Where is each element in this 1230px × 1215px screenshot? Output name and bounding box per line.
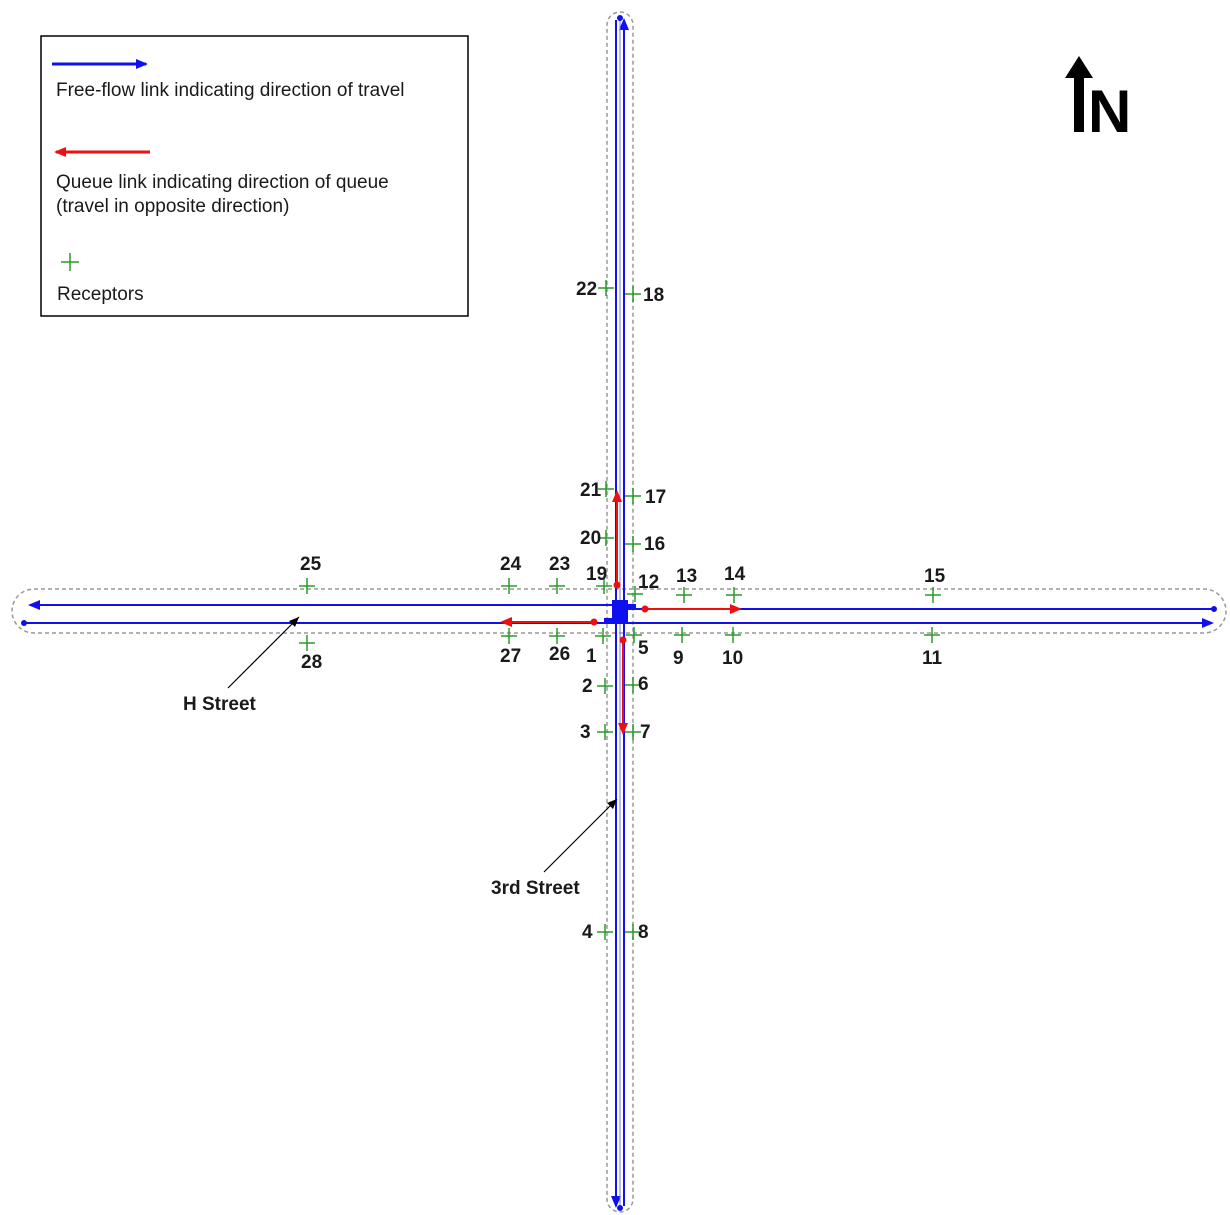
node-dot	[21, 620, 27, 626]
receptor-15: 15	[924, 566, 946, 603]
receptor-label: 12	[638, 572, 659, 593]
north-arrow: N	[1065, 56, 1131, 145]
queue-node	[641, 605, 649, 613]
street-annotations: H Street 3rd Street	[183, 616, 618, 899]
node-dot	[1211, 606, 1217, 612]
legend-queue-label-2: (travel in opposite direction)	[56, 196, 289, 217]
receptor-20: 20	[580, 528, 614, 549]
receptor-28: 28	[299, 635, 322, 673]
receptor-9: 9	[673, 627, 690, 669]
receptor-17: 17	[625, 487, 666, 508]
receptor-label: 5	[638, 638, 649, 659]
receptor-14: 14	[724, 564, 746, 603]
receptor-6: 6	[625, 674, 649, 695]
receptor-label: 15	[924, 566, 946, 587]
third-street-label: 3rd Street	[491, 878, 580, 899]
receptor-label: 10	[722, 648, 743, 669]
receptor-7: 7	[625, 722, 651, 743]
intersection-cluster	[604, 600, 636, 624]
receptor-2: 2	[582, 676, 613, 697]
receptor-label: 21	[580, 480, 602, 501]
receptor-22: 22	[576, 279, 614, 300]
receptor-label: 24	[500, 554, 522, 575]
receptor-24: 24	[500, 554, 522, 594]
queue-node	[613, 581, 621, 589]
receptor-label: 9	[673, 648, 684, 669]
receptor-label: 22	[576, 279, 597, 300]
receptor-label: 8	[638, 922, 649, 943]
node-dot	[617, 1205, 623, 1211]
receptor-label: 28	[301, 652, 322, 673]
receptor-25: 25	[299, 554, 322, 594]
north-label: N	[1088, 78, 1131, 145]
h-street-pointer-head	[289, 617, 299, 627]
queue-links	[500, 490, 742, 735]
receptor-4: 4	[582, 922, 613, 943]
receptor-21: 21	[580, 480, 614, 501]
legend-queue-label-1: Queue link indicating direction of queue	[56, 172, 389, 193]
receptor-label: 13	[676, 566, 697, 587]
receptor-label: 3	[580, 722, 591, 743]
receptor-label: 16	[644, 534, 665, 555]
h-street-label: H Street	[183, 694, 257, 715]
receptor-label: 2	[582, 676, 593, 697]
receptor-5: 5	[626, 627, 649, 659]
receptor-1: 1	[586, 628, 611, 667]
third-street-buffer	[606, 11, 634, 1213]
receptor-8: 8	[625, 922, 649, 943]
receptor-label: 18	[643, 285, 664, 306]
receptor-label: 27	[500, 646, 521, 667]
receptor-23: 23	[549, 554, 570, 594]
receptor-11: 11	[922, 627, 943, 669]
receptor-label: 11	[922, 648, 943, 669]
north-arrow-icon	[1065, 56, 1093, 132]
legend-box	[40, 35, 469, 317]
legend-freeflow-label: Free-flow link indicating direction of t…	[56, 80, 405, 101]
h-street-buffer	[11, 588, 1227, 634]
receptor-label: 6	[638, 674, 649, 695]
receptor-12: 12	[627, 572, 659, 602]
receptor-label: 14	[724, 564, 746, 585]
third-street-pointer	[543, 798, 618, 873]
receptor-18: 18	[625, 285, 664, 306]
receptor-label: 4	[582, 922, 593, 943]
receptor-label: 20	[580, 528, 601, 549]
receptor-3: 3	[580, 722, 613, 743]
legend: Free-flow link indicating direction of t…	[40, 35, 469, 317]
third-street-pointer-head	[607, 799, 617, 809]
receptor-label: 1	[586, 646, 597, 667]
h-street-pointer	[227, 616, 300, 689]
road-buffers	[11, 11, 1227, 1213]
receptor-27: 27	[500, 628, 521, 667]
receptor-13: 13	[676, 566, 697, 603]
receptor-26: 26	[549, 628, 570, 665]
receptor-10: 10	[722, 627, 743, 669]
receptor-label: 23	[549, 554, 570, 575]
queue-node	[590, 618, 598, 626]
receptor-16: 16	[625, 534, 665, 555]
node-dot	[617, 15, 623, 21]
receptor-label: 25	[300, 554, 322, 575]
receptor-19: 19	[586, 564, 612, 594]
legend-receptor-symbol	[61, 253, 79, 271]
legend-receptors-label: Receptors	[57, 284, 144, 305]
receptor-label: 17	[645, 487, 666, 508]
receptor-label: 19	[586, 564, 607, 585]
queue-node	[619, 636, 627, 644]
receptor-label: 26	[549, 644, 570, 665]
receptor-label: 7	[640, 722, 651, 743]
